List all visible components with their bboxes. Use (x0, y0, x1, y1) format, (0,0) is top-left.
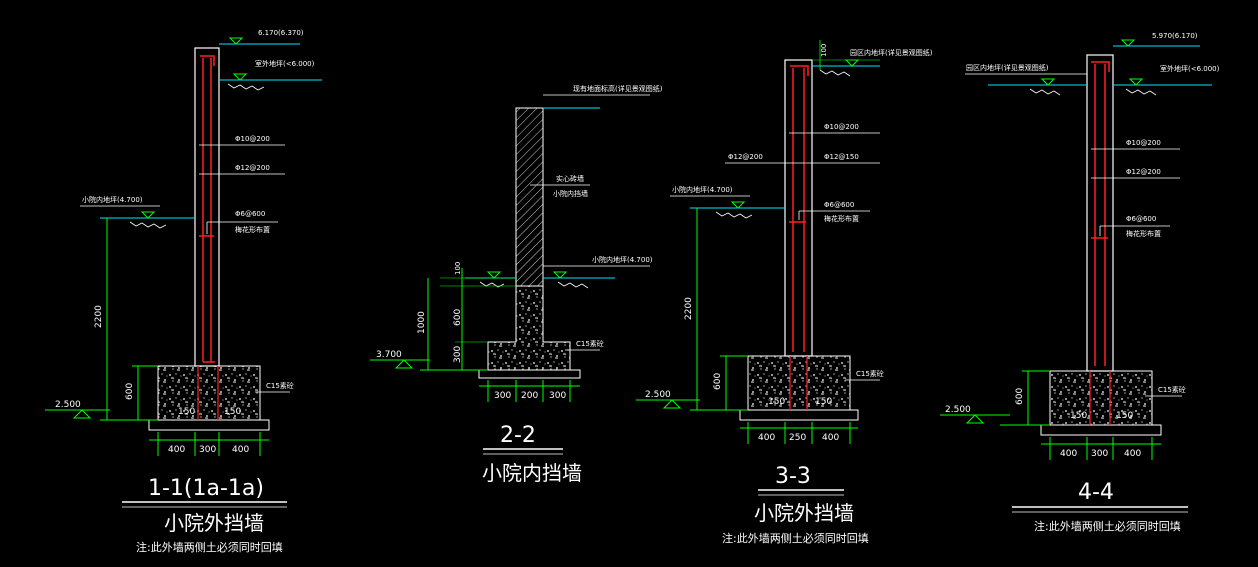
elev-base-1: 2.500 (55, 400, 81, 410)
ground-2: 小院内地坪(4.700) (592, 255, 653, 264)
inner-ground-1: 小院内地坪(4.700) (82, 195, 143, 204)
b300b-2: 300 (549, 391, 566, 401)
brick-wall-2 (515, 107, 544, 287)
title-1: 1-1(1a-1a) (148, 476, 264, 501)
note-1: 注:此外墙两侧土必须同时回填 (136, 540, 283, 554)
subtitle-1: 小院外挡墙 (164, 511, 264, 535)
wall-4 (1086, 54, 1114, 372)
tie-note-1: 梅花形布置 (235, 225, 270, 234)
subtitle-2: 小院内挡墙 (482, 461, 582, 485)
note-4: 注:此外墙两侧土必须同时回填 (1034, 519, 1181, 533)
section-1-1: 6.170(6.370) 室外地坪(<6.000) Φ10@200 Φ12@20… (45, 29, 322, 554)
concrete-label-1: C15素砼 (266, 381, 294, 390)
section-4-4: 5.970(6.170) 园区内地坪(详见景观图纸) 室外地坪(<6.000) … (940, 32, 1220, 533)
b200-2: 200 (521, 391, 538, 401)
b300-1: 300 (199, 445, 216, 455)
elev-top-4: 5.970(6.170) (1152, 32, 1198, 40)
tie-label-1: Φ6@600 (235, 210, 265, 218)
ground-note-3: 园区内地坪(详见景观图纸) (850, 48, 933, 57)
ground-left-4: 园区内地坪(详见景观图纸) (966, 63, 1049, 72)
rebar-label-1b: Φ12@200 (235, 164, 270, 172)
elev-base-3: 2.500 (645, 390, 671, 400)
footing-1 (157, 365, 261, 421)
dim-150a-3: 150 (768, 397, 785, 407)
footing-3 (747, 355, 851, 411)
b250-3: 250 (789, 433, 806, 443)
rebar-label-1a: Φ10@200 (235, 135, 270, 143)
wall-note1-2: 实心砖墙 (556, 174, 584, 183)
dim-150b-3: 150 (815, 397, 832, 407)
b400a-1: 400 (168, 445, 185, 455)
top-note-2: 现有地面标高(详见景观图纸) (573, 84, 663, 93)
dim-150a-1: 150 (178, 407, 195, 417)
dim-600-3: 600 (713, 373, 723, 390)
dim-600-4: 600 (1015, 388, 1025, 405)
dim-150b-1: 150 (224, 407, 241, 417)
d100-3: 100 (820, 44, 828, 57)
b400b-3: 400 (822, 433, 839, 443)
elev-base-4: 2.500 (945, 405, 971, 415)
b400a-4: 400 (1060, 449, 1077, 459)
elev-ground-4: 室外地坪(<6.000) (1160, 64, 1220, 73)
elev-ground-1: 室外地坪(<6.000) (255, 59, 315, 68)
d300-2: 300 (453, 346, 463, 363)
title-4: 4-4 (1078, 480, 1114, 505)
inner-ground-3: 小院内地坪(4.700) (672, 185, 733, 194)
b400a-3: 400 (758, 433, 775, 443)
d100-2: 100 (454, 262, 462, 275)
b300-4: 300 (1091, 449, 1108, 459)
title-2: 2-2 (500, 423, 536, 448)
wall-3 (784, 59, 813, 357)
dim-150b-4: 150 (1116, 411, 1133, 421)
b400b-1: 400 (232, 445, 249, 455)
dim-150a-4: 150 (1070, 411, 1087, 421)
section-2-2: 现有地面标高(详见景观图纸) 实心砖墙 小院内挡墙 小院内地坪(4.700) 1… (370, 84, 663, 485)
section-3-3: 100 园区内地坪(详见景观图纸) Φ10@200 Φ12@200 Φ12@15… (636, 40, 933, 545)
concrete-label-3: C15素砼 (856, 369, 884, 378)
rebar-label-3b: Φ12@150 (824, 153, 859, 161)
note-3: 注:此外墙两侧土必须同时回填 (722, 531, 869, 545)
footing-4 (1049, 370, 1153, 426)
wall-note2-2: 小院内挡墙 (553, 189, 588, 198)
d1000-2: 1000 (417, 311, 427, 334)
rebar-left-3: Φ12@200 (728, 153, 763, 161)
tie-label-3: Φ6@600 (824, 201, 854, 209)
dim-2200-3: 2200 (684, 297, 694, 320)
tie-note-3: 梅花形布置 (824, 214, 859, 223)
footing-2 (487, 285, 571, 371)
rebar-label-3a: Φ10@200 (824, 123, 859, 131)
rebar-label-4a: Φ10@200 (1126, 139, 1161, 147)
rebar-1 (200, 55, 215, 362)
dim-600-1: 600 (125, 383, 135, 400)
subtitle-3: 小院外挡墙 (754, 501, 854, 525)
tie-note-4: 梅花形布置 (1126, 229, 1161, 238)
dim-2200-1: 2200 (94, 305, 104, 328)
concrete-label-2: C15素砼 (576, 339, 604, 348)
tie-label-4: Φ6@600 (1126, 215, 1156, 223)
elev-top-1: 6.170(6.370) (258, 29, 304, 37)
b400b-4: 400 (1124, 449, 1141, 459)
elev-base-2: 3.700 (376, 350, 402, 360)
wall-1 (194, 47, 220, 367)
concrete-label-4: C15素砼 (1158, 385, 1186, 394)
d600-2: 600 (453, 309, 463, 326)
rebar-label-4b: Φ12@200 (1126, 168, 1161, 176)
b300a-2: 300 (494, 391, 511, 401)
title-3: 3-3 (775, 464, 811, 489)
